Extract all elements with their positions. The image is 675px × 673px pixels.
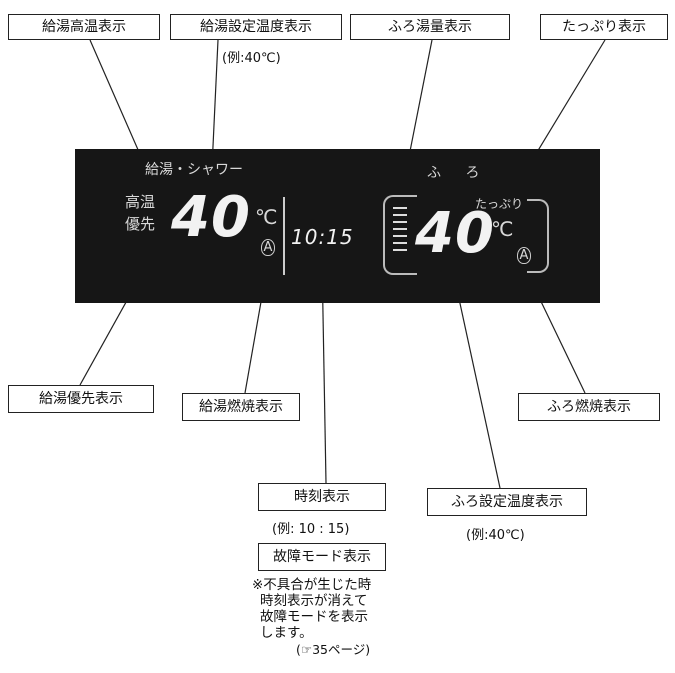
lcd-kyuto-unit: ℃: [255, 205, 278, 229]
lcd-kyuto-shower: 給湯・シャワー: [145, 162, 243, 178]
bath-level-bracket: [383, 195, 417, 275]
remark-reference: (☞35ページ): [296, 642, 371, 657]
bath-level-gauge: [393, 207, 407, 265]
lcd-yusen: 優先: [125, 215, 156, 233]
remark-line1: ※不具合が生じた時: [252, 577, 372, 593]
lcd-furo: ふ ろ: [427, 165, 490, 181]
label-kyuto-nensho: 給湯燃焼表示: [182, 393, 300, 421]
label-furo-yuryo: ふろ湯量表示: [350, 14, 510, 40]
tappuri-bracket: [527, 199, 549, 273]
note-jikoku: (例: 10 : 15): [272, 522, 350, 537]
furo-flame-icon: A: [517, 247, 531, 264]
label-kyuto-yusen: 給湯優先表示: [8, 385, 154, 413]
lcd-koon: 高温: [125, 193, 156, 211]
lcd-furo-unit: ℃: [491, 217, 514, 241]
lcd-tappuri: たっぷり: [475, 197, 524, 211]
label-furo-settei: ふろ設定温度表示: [427, 488, 587, 516]
note-kyuto-settei: (例:40℃): [222, 51, 281, 66]
kyuto-flame-icon: A: [261, 239, 275, 256]
remark-line4: します。: [260, 625, 313, 641]
lcd-divider-left: [283, 197, 285, 275]
note-furo-settei: (例:40℃): [466, 528, 525, 543]
lcd-panel: 給湯・シャワー ふ ろ 高温 優先 40 ℃ A 10:15 たっぷり 40 ℃…: [75, 149, 600, 303]
label-kyuto-koon: 給湯高温表示: [8, 14, 160, 40]
label-kyuto-settei: 給湯設定温度表示: [170, 14, 342, 40]
label-jikoku: 時刻表示: [258, 483, 386, 511]
label-tappuri: たっぷり表示: [540, 14, 668, 40]
lcd-time: 10:15: [291, 225, 354, 249]
lcd-kyuto-temp: 40: [171, 185, 251, 250]
lcd-furo-temp: 40: [415, 201, 495, 266]
remark-line2: 時刻表示が消えて: [260, 593, 368, 609]
remark-line3: 故障モードを表示: [260, 609, 368, 625]
label-kosho: 故障モード表示: [258, 543, 386, 571]
label-furo-nensho: ふろ燃焼表示: [518, 393, 660, 421]
